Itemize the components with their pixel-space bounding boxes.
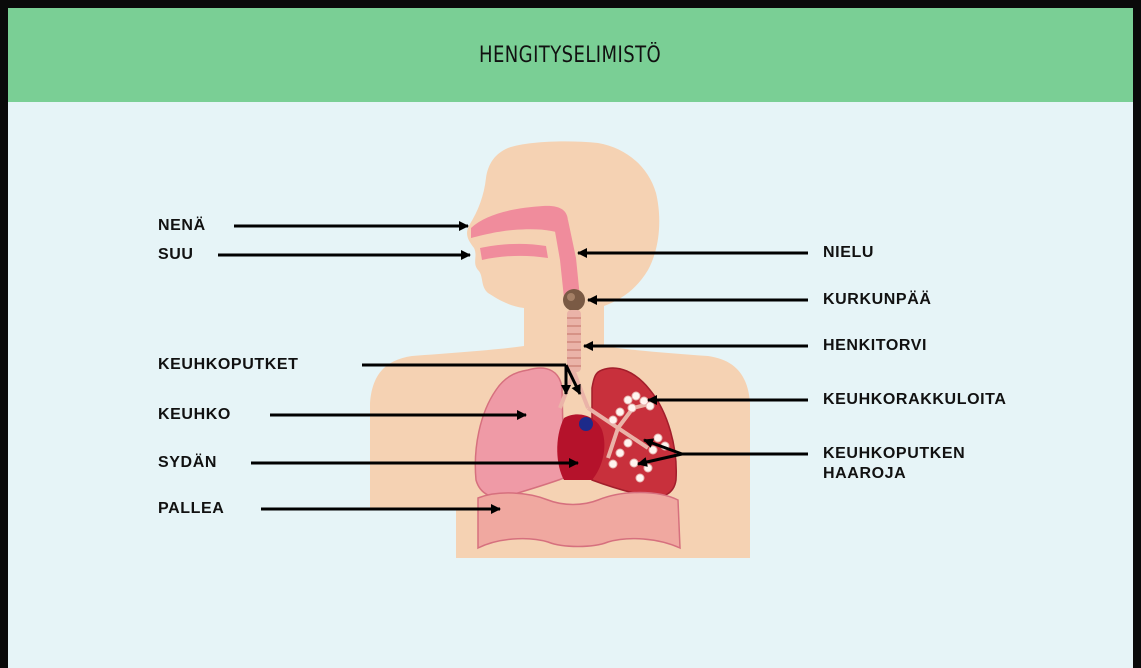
label-keuhkorakkuloita: KEUHKORAKKULOITA <box>823 390 1007 410</box>
larynx-shape <box>563 289 585 311</box>
label-keuhko: KEUHKO <box>158 405 231 425</box>
label-haaroja-line2: HAAROJA <box>823 465 906 482</box>
respiratory-illustration <box>8 8 1133 668</box>
label-nena: NENÄ <box>158 216 206 236</box>
label-keuhkoputket: KEUHKOPUTKET <box>158 355 299 375</box>
label-haaroja-line1: KEUHKOPUTKEN <box>823 445 965 462</box>
label-sydan: SYDÄN <box>158 453 217 473</box>
label-kurkunpaa: KURKUNPÄÄ <box>823 290 932 310</box>
label-henkitorvi: HENKITORVI <box>823 336 927 356</box>
label-keuhkoputken-haaroja: KEUHKOPUTKEN HAAROJA <box>823 444 965 484</box>
body-silhouette <box>370 141 750 558</box>
trachea-shape <box>567 310 581 372</box>
label-nielu: NIELU <box>823 243 874 263</box>
label-pallea: PALLEA <box>158 499 224 519</box>
diagram-frame: HENGITYSELIMISTÖ <box>8 8 1133 668</box>
label-suu: SUU <box>158 245 194 265</box>
